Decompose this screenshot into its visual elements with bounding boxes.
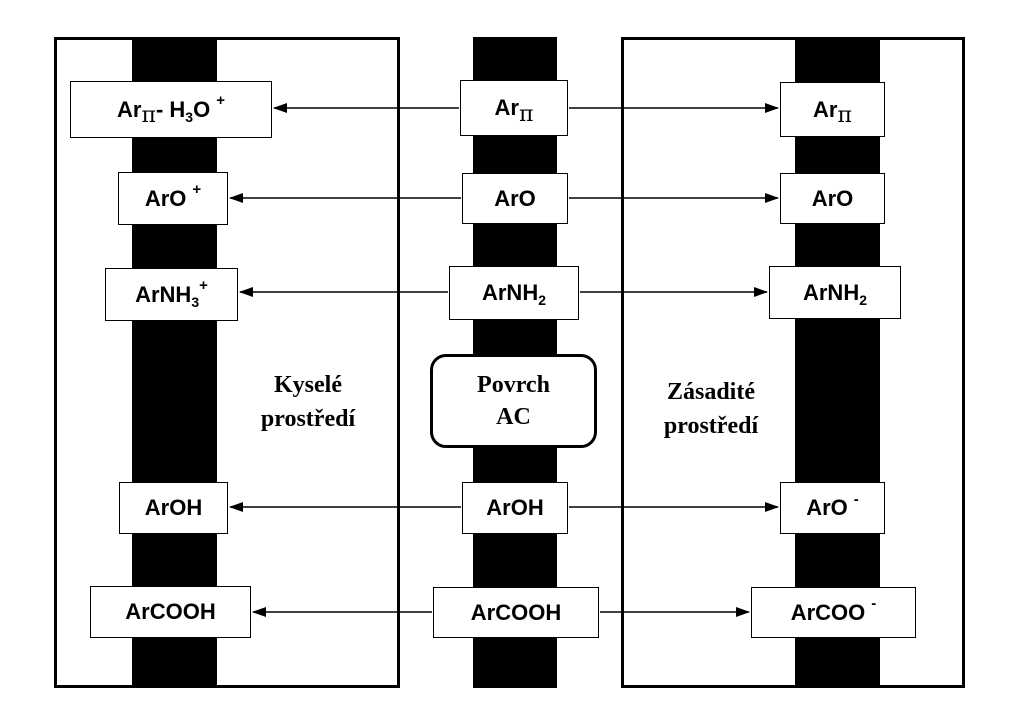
acidic-environment-frame	[54, 37, 400, 688]
species-box-base-row-1: Ar π	[780, 82, 885, 137]
carbon-surface-box: Povrch AC	[430, 354, 597, 448]
pi-symbol: π	[518, 101, 534, 127]
acidic-environment-label: Kyselé prostředí	[260, 372, 356, 432]
species-main: Ar	[117, 96, 142, 122]
species-box-center-row-1: Ar π	[460, 80, 568, 136]
species-subscript: 3	[191, 293, 200, 310]
species-box-base-row-3: ArNH 2	[769, 266, 901, 319]
species-box-base-row-4: ArO -	[780, 482, 885, 534]
acidic-surface-strip	[132, 40, 217, 685]
species-box-base-row-2: ArO	[780, 173, 885, 224]
species-charge: +	[192, 181, 202, 198]
species-main: ArNH	[481, 280, 539, 305]
pi-symbol: π	[837, 103, 852, 128]
species-box-acid-row-1: Ar π - H 3 O +	[70, 81, 272, 138]
species-main: ArCOOH	[125, 599, 216, 624]
species-main: ArOH	[144, 495, 203, 520]
species-charge: +	[216, 92, 225, 109]
species-charge: -	[871, 595, 877, 612]
species-main: ArO	[494, 185, 536, 211]
species-main: Ar	[813, 96, 838, 122]
species-box-base-row-5: ArCOO -	[751, 587, 916, 638]
species-subscript: 2	[538, 292, 547, 308]
species-main: ArO	[144, 185, 187, 211]
species-main: ArNH	[802, 279, 860, 305]
species-main: ArO	[811, 185, 854, 211]
species-tail: O	[193, 96, 211, 122]
species-box-acid-row-5: ArCOOH	[90, 586, 251, 638]
basic-surface-strip	[795, 40, 880, 685]
species-box-center-row-5: ArCOOH	[433, 587, 599, 638]
species-main: ArCOO	[790, 599, 866, 625]
species-main: Ar	[494, 95, 519, 120]
species-box-acid-row-3: ArNH 3 +	[105, 268, 238, 321]
species-box-center-row-3: ArNH 2	[449, 266, 579, 320]
species-rest: - H	[155, 96, 186, 122]
species-main: ArNH	[135, 281, 192, 307]
species-charge: +	[199, 277, 208, 294]
species-main: ArCOOH	[470, 599, 562, 625]
pi-symbol: π	[141, 103, 156, 128]
species-main: ArOH	[486, 495, 544, 520]
species-box-acid-row-2: ArO +	[118, 172, 228, 225]
basic-environment-label: Zásadité prostředí	[663, 379, 759, 439]
species-main: ArO	[806, 495, 848, 520]
species-box-center-row-4: ArOH	[462, 482, 568, 534]
species-box-acid-row-4: ArOH	[119, 482, 228, 534]
basic-environment-frame	[621, 37, 965, 688]
species-box-center-row-2: ArO	[462, 173, 568, 224]
species-subscript: 3	[185, 108, 194, 125]
species-subscript: 2	[859, 291, 868, 308]
species-charge: -	[853, 490, 859, 508]
